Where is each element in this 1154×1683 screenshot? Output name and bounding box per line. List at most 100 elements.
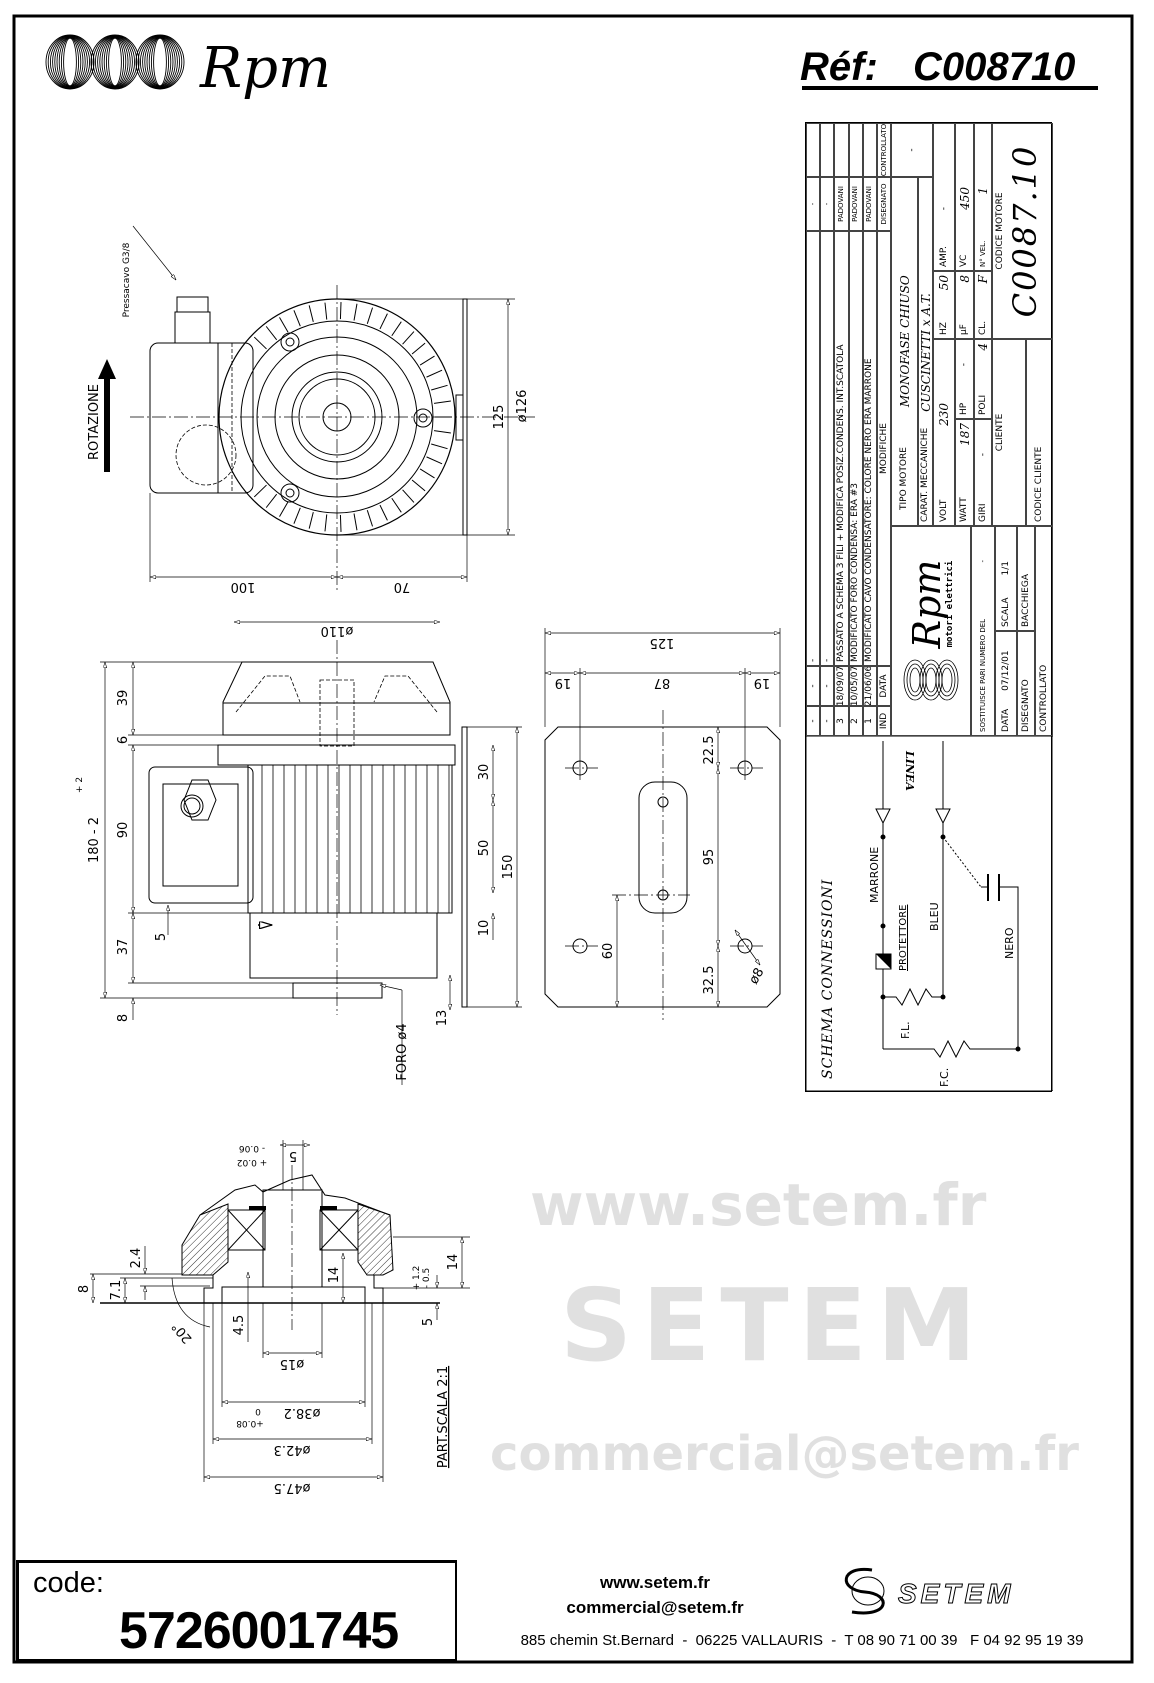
volt-label: VOLT [938, 499, 949, 522]
bolt-icon [280, 332, 433, 503]
rev-header-ind: IND [877, 706, 891, 736]
revision-ind: 1 [862, 706, 877, 736]
volt-value: 230 [937, 403, 951, 426]
hp-cell: HP - [955, 339, 974, 419]
dim-7-1: 7.1 [109, 1280, 124, 1301]
dim-hole: ø8 [746, 965, 767, 987]
fin [402, 331, 415, 345]
fin [431, 443, 448, 450]
dim-42: ø42.3 [274, 1442, 311, 1457]
coil-ring [56, 36, 84, 88]
wire-black: NERO [1003, 927, 1016, 959]
dim-39: 39 [116, 690, 131, 707]
motor-base [249, 912, 438, 979]
fin [279, 501, 289, 517]
fin [391, 321, 402, 337]
revision-checked [834, 123, 849, 177]
volt-cell: VOLT 230 [933, 339, 955, 526]
dim-detail-8: 8 [77, 1285, 92, 1293]
sheet-border [12, 14, 1134, 1664]
wire-blue: BLEU [928, 902, 941, 931]
fin [253, 484, 267, 498]
rev-header-desc: MODIFICHE [877, 231, 891, 666]
setem-swirl-icon [844, 1567, 885, 1615]
dim-plate-bottom: 32.5 [702, 966, 717, 995]
rev-header-checked: CONTROLLATO [877, 123, 891, 177]
dim-8: 8 [116, 1014, 131, 1022]
fin [265, 493, 278, 508]
vel-cell: N° VEL.1 [974, 123, 992, 271]
revision-ind: 3 [834, 706, 849, 736]
mech-value: CUSCINETTI x A.T. [918, 293, 933, 412]
dim-38-tol-high: +0.08 [236, 1418, 264, 1428]
coil-ring [153, 37, 167, 87]
motor-type-label: TIPO MOTORE [899, 447, 909, 510]
reference: Réf: C008710 [800, 45, 1098, 90]
housing-section-left [181, 1203, 229, 1276]
revision-drawn: - [820, 177, 835, 231]
setem-logo: SETEM [844, 1567, 1011, 1615]
watt-value: 187 [957, 423, 972, 446]
vc-label: VC [959, 254, 969, 267]
shaft-section [262, 1189, 323, 1288]
side-view: ø110 180 - 2 + 2 39 6 90 37 8 5 150 30 5… [75, 622, 522, 1085]
fin [308, 305, 314, 323]
motor-code-value: C0087.10 [1006, 144, 1044, 318]
fin [353, 513, 358, 531]
hp-value: - [959, 363, 969, 367]
uf-value: 8 [957, 275, 972, 283]
amp-label: AMP. [938, 246, 949, 267]
dim-right: 70 [394, 579, 411, 594]
dim-plate-right: 19 [754, 675, 771, 690]
dim-left: 100 [231, 579, 256, 594]
dim-detail-tol-minus: - 0.5 [422, 1268, 432, 1288]
revision-desc: PASSATO A SCHEMA 3 FILI + MODIFICA POSIZ… [834, 231, 849, 666]
cl-value: F [976, 275, 990, 284]
dim-angle: 20° [169, 1319, 195, 1346]
shaft-flange [292, 982, 383, 999]
hp-label: HP [959, 402, 969, 415]
wire-brown: MARRONE [868, 847, 881, 903]
footer-email[interactable]: commercial@setem.fr [566, 1598, 744, 1617]
coil-ring [94, 35, 136, 89]
fin [265, 326, 278, 341]
fan-cover [222, 661, 451, 736]
terminal-box [149, 342, 254, 494]
watermark-site: www.setem.fr [530, 1171, 987, 1239]
side-mounting-plate [461, 726, 468, 1008]
dim-4-5: 4.5 [232, 1315, 247, 1336]
revision-desc: - [806, 231, 821, 666]
revision-data: 21/06/06 [862, 666, 877, 706]
amp-cell: AMP.- [933, 123, 955, 271]
coil-ring [135, 34, 185, 90]
revision-drawn: PADOVANI [834, 177, 849, 231]
dim-50: 50 [477, 840, 492, 857]
fin [339, 302, 342, 320]
coil-ring [49, 35, 91, 89]
rotation-label: ROTAZIONE [87, 384, 102, 460]
fin [411, 479, 426, 492]
title-logo-brand: Rpm [904, 559, 949, 649]
dim-plate-center: 87 [654, 675, 671, 690]
coil-ring [103, 36, 127, 88]
title-block: SCHEMA CONNESSIONI LINEA MARRONE PROTETT… [805, 122, 1053, 1092]
drawn-value: BACCHIEGA [1017, 526, 1035, 631]
dim-plate-width: 125 [650, 635, 675, 650]
footer-website[interactable]: www.setem.fr [599, 1573, 710, 1592]
scale-value: 1/1 [1000, 560, 1011, 576]
giri-value: - [977, 453, 988, 457]
cable-gland-label: Pressacavo G3/8 [122, 242, 132, 317]
rpm-logo: Rpm [45, 34, 331, 101]
revision-desc: - [820, 231, 835, 666]
dim-plate-mid: 95 [702, 849, 717, 866]
fin [431, 384, 448, 391]
fin [339, 514, 342, 532]
dim-38: ø38.2 [284, 1405, 321, 1420]
dim-38-tol-low: 0 [255, 1406, 261, 1416]
